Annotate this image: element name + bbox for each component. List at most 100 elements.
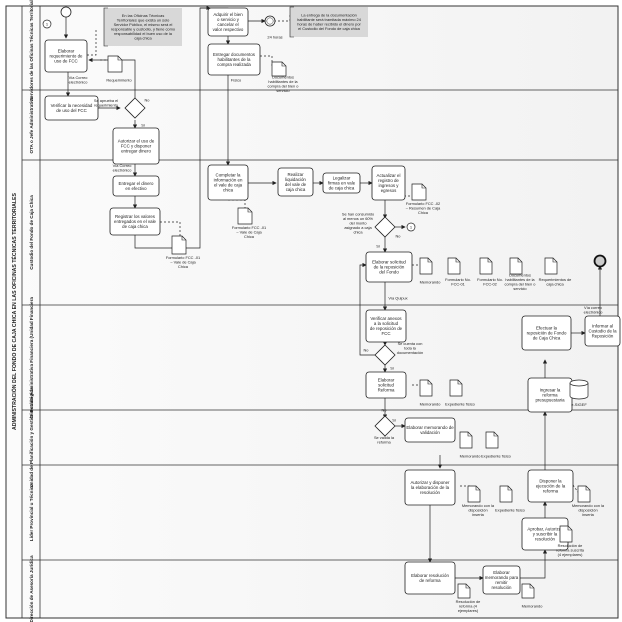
document-label: Memorando <box>522 603 543 608</box>
document-label: Requerimiento <box>106 77 131 82</box>
flow-label: No <box>396 233 401 238</box>
connector-event: 1 <box>42 19 52 29</box>
lane-6: Líder Provincial u Técnico <box>22 484 618 561</box>
document-label: Memorando <box>420 279 441 284</box>
lane-label: Líder Provincial u Técnico <box>29 484 34 541</box>
document-icon: Expediente físico <box>445 379 475 406</box>
flow-label: Si <box>390 365 394 370</box>
document-label: Formulario No.FCC-02 <box>477 277 503 286</box>
flow-label: Si <box>141 122 145 127</box>
flow-label: No <box>145 97 150 102</box>
connector-event: 1 <box>406 222 416 232</box>
lane-label: Dirección Administrativa Financiera (Uni… <box>29 297 34 418</box>
lane-4: Dirección Administrativa Financiera (Uni… <box>22 297 618 418</box>
flow-label: Físico <box>231 77 241 82</box>
lane-5: Unidad de Planificación y Gestión Estrat… <box>22 387 618 488</box>
flow-label: 24 horas <box>267 34 282 39</box>
lane-label: Custodio del Fondo de Caja Chica <box>29 195 34 270</box>
document-icon: Requerimiento <box>106 55 132 82</box>
connector-label: 1 <box>46 22 49 27</box>
document-icon: Expediente físico <box>495 485 525 512</box>
lane-label: Unidad de Planificación y Gestión Estrat… <box>29 387 34 488</box>
database-icon: e-SIGEF <box>569 379 589 407</box>
lane-3: Custodio del Fondo de Caja Chica <box>22 195 618 306</box>
flow-label: No <box>364 347 369 352</box>
lane-label: Dirección de Asesoría Jurídica <box>29 555 34 622</box>
gateway-4 <box>374 415 396 437</box>
flow-label: Vía Quipux <box>388 295 407 300</box>
document-icon: Memorando <box>460 431 480 458</box>
document-icon: Memorando <box>420 257 441 284</box>
document-icon: Memorando <box>420 379 440 406</box>
lane-7: Dirección de Asesoría Jurídica <box>22 555 618 622</box>
flow-label: Si <box>376 243 380 248</box>
gateway-3 <box>374 344 396 366</box>
flow-label: Si <box>392 417 396 422</box>
document-label: Formulario No.FCC-01 <box>445 277 471 286</box>
document-icon: Formulario No.FCC-01 <box>445 257 471 287</box>
lane-1: Servidores de las Oficinas Técnicas Terr… <box>22 0 618 101</box>
swimlanes: Servidores de las Oficinas Técnicas Terr… <box>22 0 618 622</box>
pool-title: ADMINISTRACIÓN DEL FONDO DE CAJA CHICA E… <box>10 193 18 430</box>
start-event <box>60 6 72 18</box>
flow-label: No <box>382 407 387 412</box>
document-label: Expediente físico <box>481 453 511 458</box>
document-icon: Formulario No.FCC-02 <box>477 257 503 287</box>
timer-event <box>264 15 276 27</box>
